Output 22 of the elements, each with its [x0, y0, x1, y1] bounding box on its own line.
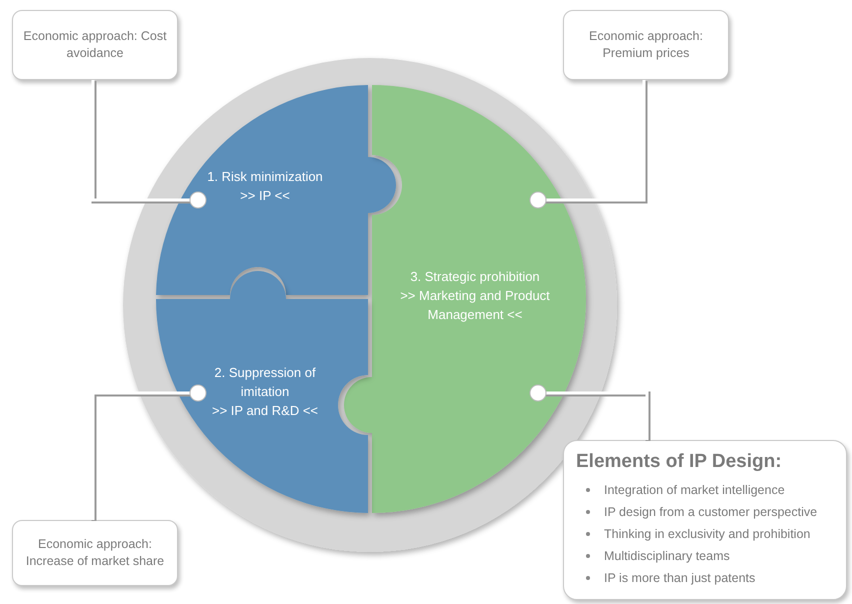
callout-box: Economic approach: Premium prices: [563, 10, 729, 80]
bullet-text: IP design from a customer perspective: [604, 504, 818, 521]
leader-line: [92, 384, 206, 521]
piece-label: >> IP <<: [239, 186, 291, 205]
card-heading: Elements of IP Design:: [576, 451, 783, 473]
puzzle-piece: [154, 84, 398, 297]
puzzle-piece: [154, 268, 370, 514]
bullet-text: Thinking in exclusivity and prohibition: [604, 526, 810, 543]
piece-label: >> IP and R&D <<: [211, 402, 319, 420]
piece-label: 1. Risk minimization: [206, 168, 324, 186]
bullet-text: Multidisciplinary teams: [604, 548, 730, 565]
leader-line: [530, 80, 648, 208]
info-card: [563, 440, 847, 600]
piece-label: >> Marketing and Product Management <<: [399, 286, 551, 324]
bullet-text: Integration of market intelligence: [604, 482, 785, 499]
leader-line: [92, 80, 206, 208]
callout-box: Economic approach: Increase of market share: [12, 520, 178, 586]
piece-label: 3. Strategic prohibition: [409, 268, 541, 286]
callout-box: Economic approach: Cost avoidance: [12, 10, 178, 80]
leader-line: [530, 384, 650, 441]
piece-label: 2. Suppression of imitation: [213, 364, 317, 401]
bullet-text: IP is more than just patents: [604, 570, 756, 587]
